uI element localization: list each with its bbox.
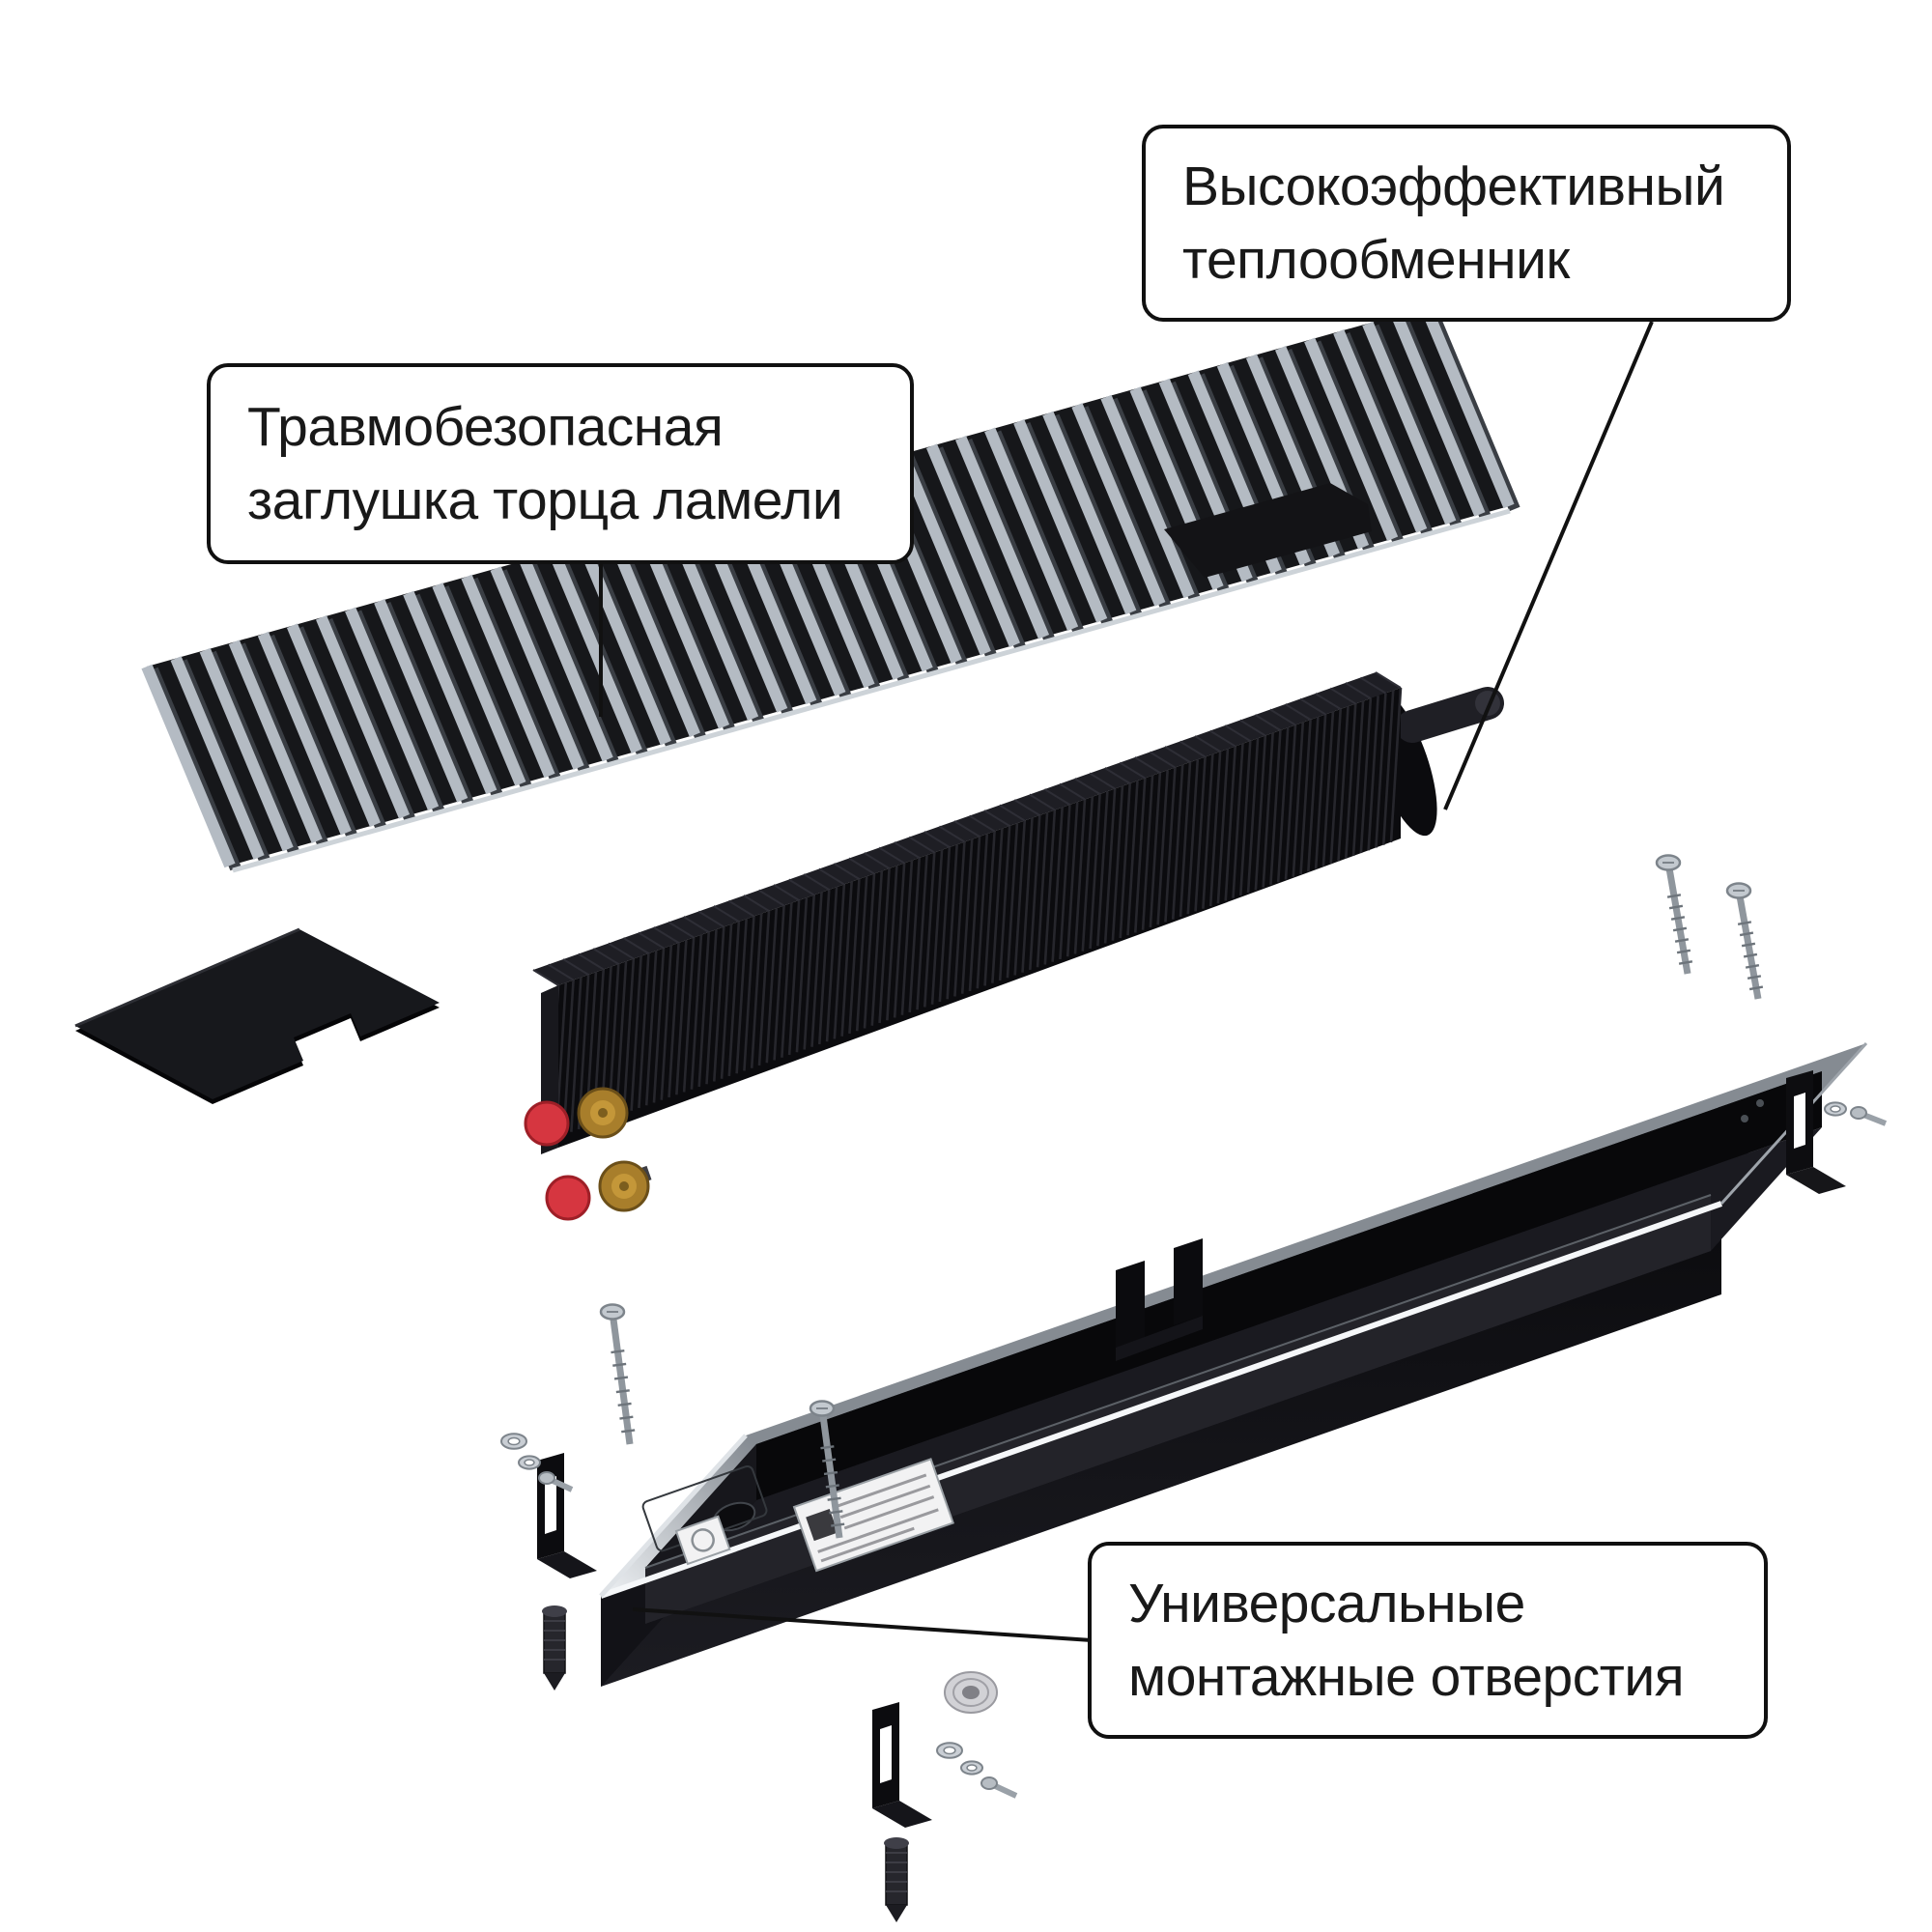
partition-tab-2: [1174, 1238, 1203, 1325]
partition-base: [1116, 1316, 1203, 1361]
callout-mounting-holes-line2: монтажные отверстия: [1128, 1646, 1685, 1708]
screws-washers-dowels: [500, 854, 1888, 1922]
callout-lamella-cap-line2: заглушка торца ламели: [247, 469, 843, 531]
callout-mounting-holes: Универсальные монтажные отверстия: [1088, 1542, 1768, 1739]
valve-brass-bottom: [598, 1160, 650, 1212]
trench-box-graphic: [599, 1041, 1868, 1714]
valve-brass-top: [577, 1087, 629, 1139]
partition-tab-1: [1116, 1261, 1145, 1348]
heat-exchanger-graphic: [524, 671, 1504, 1221]
box-inner-back-wall: [756, 1071, 1822, 1500]
ce-label: [674, 1515, 731, 1566]
valve-red-cap-top: [524, 1100, 570, 1147]
callout-lamella-cap-line1: Травмобезопасная: [247, 395, 724, 458]
rim-front-edge: [600, 1201, 1722, 1599]
rim-hole-1: [1741, 1115, 1748, 1122]
grille-front-edge: [232, 508, 1511, 873]
callout-lines: [599, 321, 1654, 1642]
end-cap-graphic: [74, 927, 440, 1104]
rim-hole-2: [1756, 1099, 1764, 1107]
hx-fins: [532, 671, 1403, 1141]
valve-red-cap-bottom: [545, 1175, 591, 1221]
rim-left-edge: [599, 1434, 748, 1598]
callout-heat-exchanger-line1: Высокоэффективный: [1182, 155, 1725, 217]
end-cap-highlight: [74, 927, 300, 1028]
callout-heat-exchanger-line2: теплообменник: [1182, 229, 1570, 291]
mounting-hardware: [500, 854, 1888, 1922]
callout-heat-exchanger: Высокоэффективный теплообменник: [1142, 125, 1791, 322]
mounting-bracket-right: [1786, 1070, 1846, 1194]
cable-gland: [944, 1671, 998, 1714]
callout-line-mounting-holes: [632, 1607, 1093, 1642]
product-label: [792, 1458, 954, 1573]
hx-header-pipe: [1396, 687, 1504, 743]
callout-line-heat-exchanger: [1443, 321, 1654, 810]
callout-mounting-holes-line1: Универсальные: [1128, 1572, 1525, 1634]
callout-lamella-cap: Травмобезопасная заглушка торца ламели: [207, 363, 914, 564]
grille-side-rail: [1164, 483, 1372, 578]
end-cap-plate: [75, 929, 440, 1099]
mounting-bracket-bottom: [872, 1702, 932, 1828]
